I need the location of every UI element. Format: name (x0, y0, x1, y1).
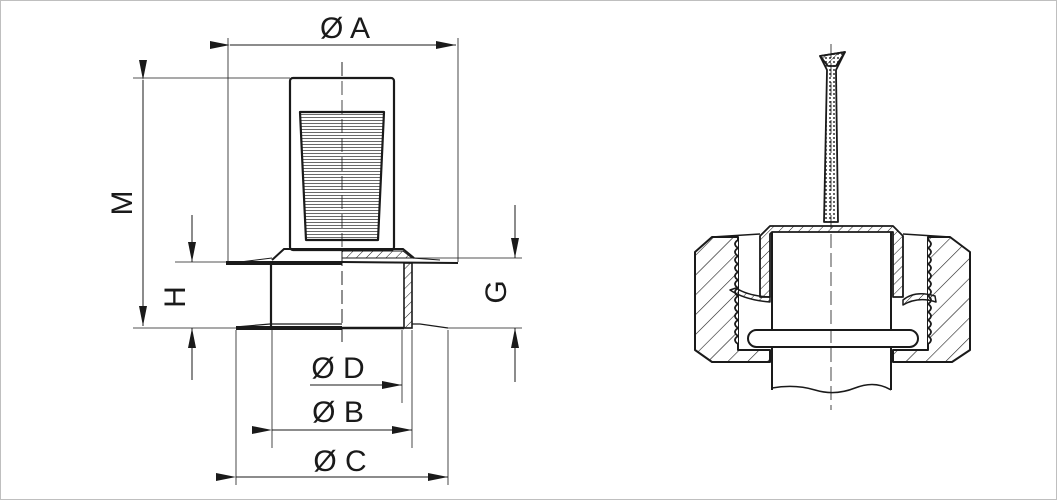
dipstick-stem (819, 51, 846, 223)
o-ring (747, 329, 919, 348)
label-height-m: M (106, 191, 139, 216)
label-height-g: G (480, 280, 513, 303)
label-diameter-a: Ø A (320, 12, 370, 45)
lip-right (902, 293, 937, 306)
pipe-break (771, 383, 892, 394)
left-view (133, 38, 522, 485)
dimension-lines (139, 41, 519, 481)
cap-shell-section (759, 225, 904, 298)
right-view-section (694, 44, 971, 410)
label-height-h: H (159, 286, 192, 308)
label-diameter-b: Ø B (312, 396, 364, 429)
thread-right (927, 239, 932, 345)
label-diameter-c: Ø C (313, 445, 366, 478)
tube-wall-section (403, 262, 413, 329)
lip-left (729, 287, 771, 303)
collar (271, 248, 415, 261)
label-diameter-d: Ø D (311, 352, 364, 385)
